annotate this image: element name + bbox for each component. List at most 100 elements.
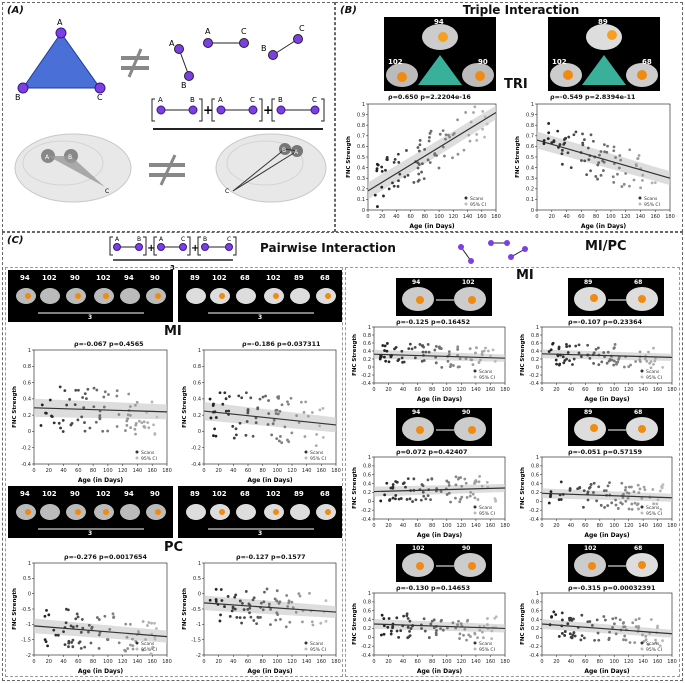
scatter-point: [599, 150, 603, 153]
scatter-point: [284, 625, 288, 629]
y-tick-label: -0.4: [191, 462, 201, 468]
scatter-point: [211, 404, 215, 407]
scatter-point: [258, 397, 262, 401]
scatter-point: [617, 355, 621, 359]
scatter-point: [394, 494, 398, 497]
scatter-point: [655, 502, 659, 506]
fit-line: [373, 623, 506, 630]
scatter-point: [404, 485, 407, 489]
scatter-point: [397, 161, 401, 164]
scatter-point: [565, 342, 568, 346]
scatter-point: [606, 504, 610, 507]
scatter-point: [297, 592, 301, 596]
scatter-point: [607, 359, 611, 363]
strip-left-mi-a: 94 102 90 102 94 90 3: [8, 270, 173, 322]
scatter-point: [493, 497, 497, 501]
scatter-point: [395, 629, 399, 633]
ci-band: [204, 401, 336, 433]
scatter-point: [610, 501, 614, 505]
scatter-point: [421, 350, 425, 354]
pair-ac: [203, 38, 249, 48]
scatter-point: [238, 616, 242, 620]
scatter-point: [52, 628, 56, 632]
scatter-point: [263, 590, 266, 594]
scatter-point: [409, 627, 413, 630]
scatter-point: [580, 613, 584, 617]
scatter-point: [65, 403, 69, 407]
scatter-point: [558, 143, 562, 146]
scatter-point: [83, 421, 86, 424]
scatter-point: [406, 477, 410, 480]
scatter-point: [383, 349, 386, 352]
scatter-point: [480, 630, 484, 634]
scatter-point: [641, 173, 645, 177]
scatter-point: [153, 621, 156, 625]
scatter-point: [428, 161, 432, 164]
scatter-point: [637, 625, 640, 628]
y-tick-label: -2: [196, 653, 201, 659]
scatter-point: [50, 415, 54, 418]
legend-scans-marker: [135, 641, 139, 645]
scatter-point: [410, 347, 414, 351]
scatter-point: [552, 139, 556, 143]
legend-ci-label: 95% CI: [646, 375, 662, 381]
scatter-point: [286, 438, 289, 442]
x-axis-label: Age (in Days): [78, 477, 124, 484]
scatter-point: [475, 138, 479, 142]
scatter-point: [39, 424, 43, 427]
scatter-point: [451, 621, 455, 625]
thumb-r3: 94 90: [396, 408, 492, 446]
scatter-point: [290, 431, 294, 435]
pc-label: PC: [164, 540, 184, 555]
scatter-point: [637, 154, 641, 157]
mipc-label: MI/PC: [585, 239, 627, 254]
scatter-point: [251, 598, 255, 602]
scatter-point: [221, 402, 225, 406]
scatter-point: [126, 647, 130, 650]
legend-ci-marker: [473, 647, 477, 651]
scatter-point: [209, 416, 213, 420]
scatter-point: [398, 172, 402, 176]
scatter-point: [255, 622, 259, 625]
scatter-point: [462, 148, 466, 152]
legend-ci-marker: [640, 375, 644, 379]
scatter-point: [467, 633, 471, 637]
scatter-point: [471, 492, 475, 496]
scatter-point: [542, 139, 546, 142]
scatter-point: [384, 359, 388, 363]
x-tick-label: 0: [202, 468, 205, 474]
scatter-point: [598, 153, 601, 157]
mi-label-right: MI: [516, 268, 534, 283]
scatter-point: [153, 635, 157, 639]
scatter-point: [630, 485, 633, 489]
scatter-point: [112, 616, 115, 620]
x-tick-label: 180: [331, 468, 341, 474]
x-tick-label: 40: [393, 214, 399, 220]
x-tick-label: 120: [287, 468, 297, 474]
scatter-point: [274, 412, 278, 415]
scatter-point: [490, 629, 494, 633]
scatter-point: [570, 635, 574, 639]
scatter-point: [261, 395, 265, 399]
stat-c2: ρ=-0.186 p=0.037311: [242, 340, 321, 348]
y-tick-label: -0.4: [529, 653, 539, 659]
scatter-point: [252, 596, 256, 600]
scatter-point: [590, 623, 594, 627]
scatter-point: [441, 628, 445, 632]
ci-band: [537, 131, 670, 186]
scatter-point: [478, 475, 482, 478]
scatter-point: [406, 173, 410, 177]
scatter-point: [137, 419, 141, 423]
scatter-point: [92, 386, 96, 390]
scatter-point: [424, 497, 428, 501]
legend-scans-label: Scans: [479, 369, 493, 375]
x-tick-label: 40: [400, 659, 406, 665]
scatter-point: [626, 496, 630, 500]
scatter-point: [636, 502, 640, 506]
x-tick-label: 60: [414, 387, 420, 393]
scatter-point: [566, 622, 570, 626]
x-tick-label: 0: [535, 214, 538, 220]
scatter-point: [483, 115, 487, 119]
